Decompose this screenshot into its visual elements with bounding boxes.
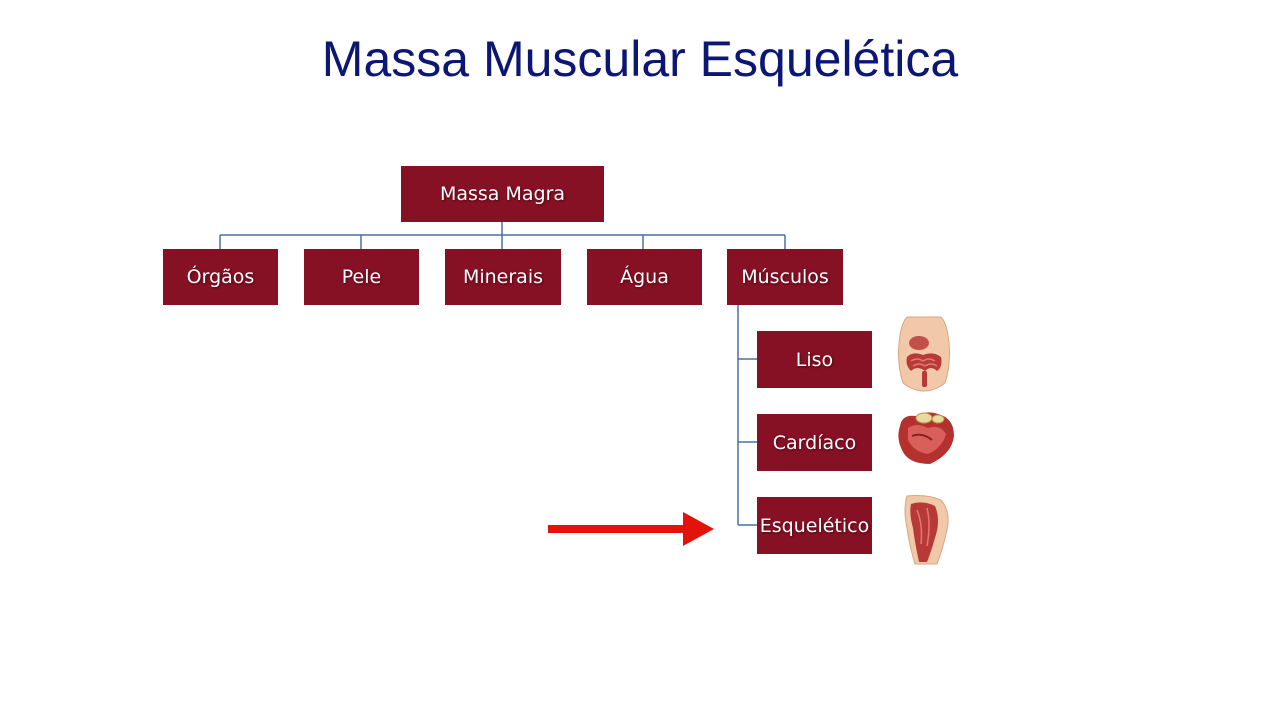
node-musculos: Músculos — [727, 249, 843, 305]
heart-icon — [898, 412, 954, 464]
node-agua: Água — [587, 249, 702, 305]
node-esqueletico: Esquelético — [757, 497, 872, 554]
node-massa-magra: Massa Magra — [401, 166, 604, 222]
intestines-icon — [898, 316, 950, 392]
highlight-arrow — [548, 512, 714, 546]
slide-title: Massa Muscular Esquelética — [321, 31, 959, 87]
thigh-muscle-icon — [904, 495, 949, 565]
node-cardiaco: Cardíaco — [757, 414, 872, 471]
node-orgaos: Órgãos — [163, 249, 278, 305]
node-minerais: Minerais — [445, 249, 561, 305]
node-liso: Liso — [757, 331, 872, 388]
node-pele: Pele — [304, 249, 419, 305]
